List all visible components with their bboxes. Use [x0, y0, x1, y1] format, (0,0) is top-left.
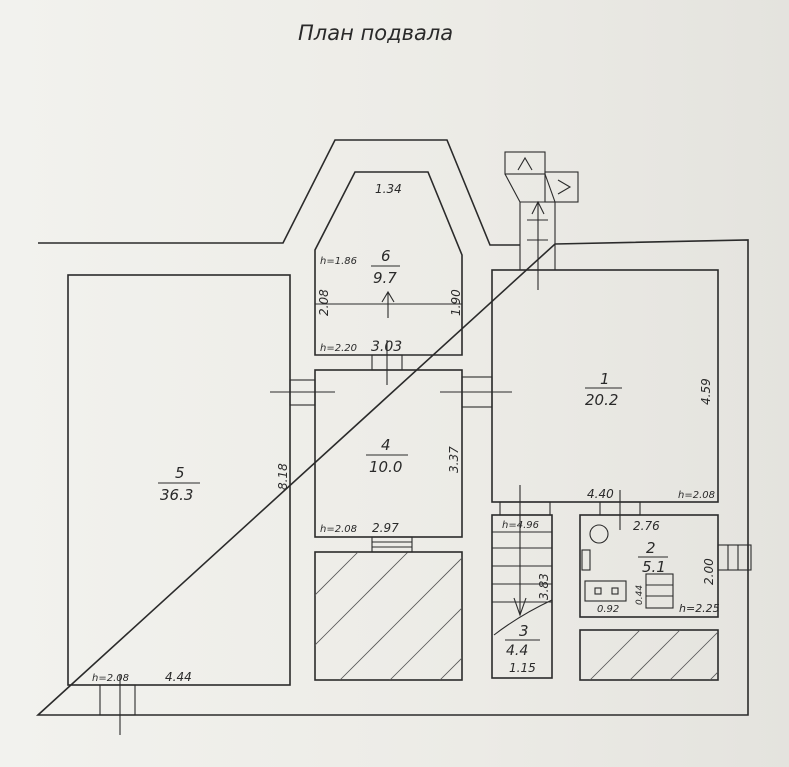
stair-steps [492, 485, 553, 636]
svg-text:1.90: 1.90 [449, 289, 463, 316]
svg-text:h=4.96: h=4.96 [502, 520, 539, 531]
svg-text:3.37: 3.37 [447, 446, 461, 473]
svg-text:0.44: 0.44 [635, 585, 645, 605]
stove-icon [584, 580, 627, 602]
svg-text:h=2.08: h=2.08 [92, 673, 129, 684]
room-label-4: 4 10.0 [366, 436, 408, 476]
room-5-outline [67, 274, 291, 686]
svg-text:1.15: 1.15 [509, 661, 536, 675]
svg-text:h=2.20: h=2.20 [320, 343, 357, 354]
room-label-5: 5 36.3 [158, 464, 200, 504]
svg-text:36.3: 36.3 [160, 486, 193, 504]
svg-text:h=2.08: h=2.08 [320, 524, 357, 535]
hatched-area-right [579, 629, 719, 681]
svg-text:8.18: 8.18 [276, 463, 290, 490]
svg-text:1.34: 1.34 [375, 182, 402, 196]
svg-text:4.4: 4.4 [506, 643, 528, 659]
svg-text:4.40: 4.40 [587, 487, 614, 501]
burner-icon [611, 587, 619, 595]
svg-text:4.59: 4.59 [699, 378, 713, 405]
svg-text:10.0: 10.0 [369, 458, 402, 476]
plan-title: План подвала [298, 21, 453, 45]
svg-text:6: 6 [381, 247, 391, 265]
room-6-outline [314, 171, 463, 356]
svg-text:20.2: 20.2 [585, 391, 618, 409]
room-label-1: 1 20.2 [585, 370, 622, 409]
dimension-labels: 1.34 h=1.86 2.08 1.90 h=2.20 3.03 3.37 h… [92, 182, 720, 684]
room-label-3: 3 4.4 [505, 622, 540, 659]
arrow-up-icon [381, 290, 395, 318]
svg-text:4: 4 [381, 436, 391, 454]
svg-text:2.00: 2.00 [702, 558, 716, 585]
openings [99, 340, 752, 735]
svg-text:2.97: 2.97 [372, 521, 399, 535]
svg-text:0.92: 0.92 [597, 604, 619, 615]
svg-text:h=1.86: h=1.86 [320, 256, 357, 267]
svg-text:5: 5 [175, 464, 185, 482]
room-label-6: 6 9.7 [371, 247, 400, 287]
boiler-icon [589, 524, 609, 544]
svg-text:2.76: 2.76 [633, 519, 660, 533]
sink-icon [581, 549, 591, 571]
svg-text:9.7: 9.7 [373, 269, 397, 287]
svg-text:2.08: 2.08 [317, 289, 331, 316]
shelf-icon [645, 573, 674, 609]
burner-icon [594, 587, 602, 595]
svg-text:2: 2 [646, 539, 656, 557]
outer-wall [35, 139, 749, 716]
svg-text:4.44: 4.44 [165, 670, 192, 684]
svg-text:1: 1 [600, 370, 610, 388]
room-label-2: 2 5.1 [638, 539, 668, 576]
svg-text:h=2.08: h=2.08 [678, 490, 715, 501]
ventilation-shaft [504, 151, 579, 290]
svg-text:h=2.25: h=2.25 [679, 602, 720, 615]
svg-text:3.03: 3.03 [371, 339, 402, 355]
svg-text:3: 3 [519, 622, 529, 640]
svg-text:3.83: 3.83 [537, 573, 551, 600]
svg-text:5.1: 5.1 [642, 558, 666, 576]
